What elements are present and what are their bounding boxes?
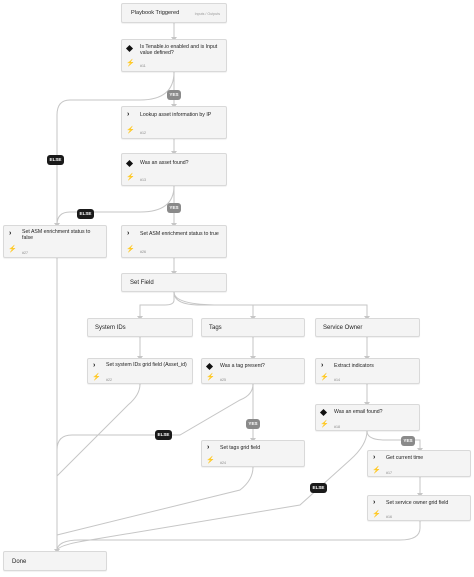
yes-badge: YES xyxy=(246,419,260,429)
else-connector xyxy=(56,185,175,226)
task-node-lookup-asset[interactable]: › Lookup asset information by IP ⚡ #12 xyxy=(121,106,227,139)
node-title: Was a tag present? xyxy=(220,363,265,369)
diamond-icon xyxy=(205,362,214,371)
section-header-service-owner[interactable]: Service Owner xyxy=(315,318,420,337)
connector xyxy=(56,521,421,552)
section-header-tags[interactable]: Tags xyxy=(201,318,305,337)
else-badge: ELSE xyxy=(47,155,64,165)
playbook-triggered-node[interactable]: Playbook Triggered Inputs / Outputs xyxy=(121,3,227,23)
task-node-set-tags[interactable]: › Set tags grid field ⚡ #24 xyxy=(201,440,305,467)
section-header-system-ids[interactable]: System IDs xyxy=(87,318,193,337)
chevron-right-icon: › xyxy=(93,362,96,369)
chevron-right-icon: › xyxy=(321,362,324,369)
else-badge: ELSE xyxy=(155,430,172,440)
task-node-set-system-ids[interactable]: › Set system IDs grid field (Asset_id) ⚡… xyxy=(87,358,193,384)
node-title: Set ASM enrichment status to true xyxy=(140,231,219,237)
node-title: Set ASM enrichment status to false xyxy=(22,229,91,242)
else-badge: ELSE xyxy=(310,483,327,493)
yes-badge: YES xyxy=(167,90,181,100)
inputs-outputs-link[interactable]: Inputs / Outputs xyxy=(194,12,220,16)
lightning-bolt-icon: ⚡ xyxy=(126,60,135,67)
task-node-set-status-false[interactable]: › Set ASM enrichment status to false ⚡ #… xyxy=(3,225,107,258)
section-title: Set Field xyxy=(130,280,154,286)
node-title: Set tags grid field xyxy=(220,445,261,451)
lightning-bolt-icon: ⚡ xyxy=(372,467,381,474)
condition-node-tenable-enabled[interactable]: Is Tenable.io enabled and is Input value… xyxy=(121,39,227,72)
section-header-set-field[interactable]: Set Field xyxy=(121,273,227,292)
task-node-set-status-true[interactable]: › Set ASM enrichment status to true ⚡ #2… xyxy=(121,225,227,258)
node-id: #11 xyxy=(140,64,146,68)
node-id: #17 xyxy=(386,471,392,475)
done-node[interactable]: Done xyxy=(3,551,107,571)
connector xyxy=(56,466,254,536)
else-connector xyxy=(56,71,175,225)
chevron-right-icon: › xyxy=(373,499,376,506)
node-title: Was an email found? xyxy=(334,409,383,415)
yes-badge: YES xyxy=(401,436,415,446)
node-id: #18 xyxy=(334,425,340,429)
node-id: #27 xyxy=(22,251,28,255)
node-title: Lookup asset information by IP xyxy=(140,112,212,118)
node-title: Get current time xyxy=(386,455,424,461)
condition-node-email-found[interactable]: Was an email found? ⚡ #18 xyxy=(315,404,420,431)
lightning-bolt-icon: ⚡ xyxy=(320,374,329,381)
node-title: Extract indicators xyxy=(334,363,374,369)
section-title: Service Owner xyxy=(323,325,363,331)
lightning-bolt-icon: ⚡ xyxy=(126,246,135,253)
lightning-bolt-icon: ⚡ xyxy=(8,246,17,253)
node-title: Was an asset found? xyxy=(140,160,189,166)
chevron-right-icon: › xyxy=(207,444,210,451)
yes-badge: YES xyxy=(167,203,181,213)
node-title: Set system IDs grid field (Asset_id) xyxy=(106,362,187,368)
else-connector xyxy=(56,430,368,552)
connector xyxy=(173,291,368,318)
lightning-bolt-icon: ⚡ xyxy=(92,374,101,381)
diamond-icon xyxy=(319,408,328,417)
node-title: Playbook Triggered xyxy=(131,10,180,16)
node-title: Is Tenable.io enabled and is Input value… xyxy=(140,44,218,57)
node-id: #25 xyxy=(220,378,226,382)
chevron-right-icon: › xyxy=(373,454,376,461)
node-title: Done xyxy=(12,559,27,565)
chevron-right-icon: › xyxy=(127,111,130,118)
lightning-bolt-icon: ⚡ xyxy=(206,457,215,464)
condition-node-tag-present[interactable]: Was a tag present? ⚡ #25 xyxy=(201,358,305,384)
task-node-get-current-time[interactable]: › Get current time ⚡ #17 xyxy=(367,450,471,477)
condition-node-asset-found[interactable]: Was an asset found? ⚡ #13 xyxy=(121,153,227,186)
diamond-icon xyxy=(125,44,134,53)
connector xyxy=(56,383,141,477)
node-id: #13 xyxy=(140,178,146,182)
node-id: #14 xyxy=(334,378,340,382)
lightning-bolt-icon: ⚡ xyxy=(372,511,381,518)
lightning-bolt-icon: ⚡ xyxy=(126,127,135,134)
task-node-set-service-owner[interactable]: › Set service owner grid field ⚡ #16 xyxy=(367,495,471,521)
chevron-right-icon: › xyxy=(127,230,130,237)
node-id: #24 xyxy=(220,461,226,465)
connector xyxy=(139,292,175,318)
section-title: System IDs xyxy=(95,325,126,331)
node-id: #12 xyxy=(140,131,146,135)
node-id: #16 xyxy=(386,515,392,519)
lightning-bolt-icon: ⚡ xyxy=(126,174,135,181)
chevron-right-icon: › xyxy=(9,230,12,237)
lightning-bolt-icon: ⚡ xyxy=(206,374,215,381)
node-title: Set service owner grid field xyxy=(386,500,449,506)
else-badge: ELSE xyxy=(77,209,94,219)
section-title: Tags xyxy=(209,325,222,331)
lightning-bolt-icon: ⚡ xyxy=(320,421,329,428)
else-connector xyxy=(56,383,254,451)
node-id: #26 xyxy=(140,250,146,254)
task-node-extract-indicators[interactable]: › Extract indicators ⚡ #14 xyxy=(315,358,420,384)
node-id: #22 xyxy=(106,378,112,382)
diamond-icon xyxy=(125,159,134,168)
